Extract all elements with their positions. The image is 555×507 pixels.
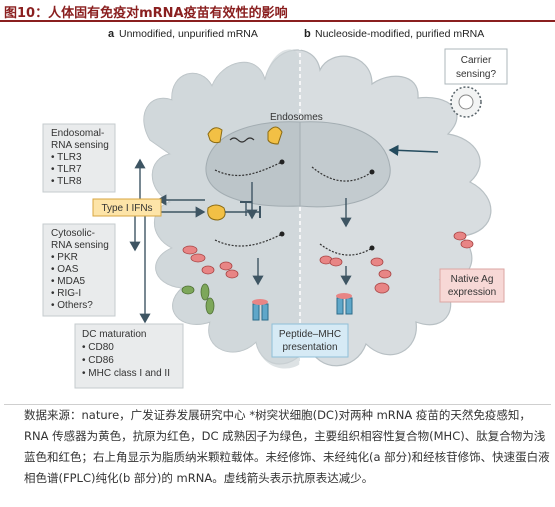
figure-title: 图10：人体固有免疫对mRNA疫苗有效性的影响 [4, 6, 288, 21]
dendritic-cell [143, 49, 492, 369]
dc-innate-sensing-diagram: a Unmodified, unpurified mRNA b Nucleosi… [0, 22, 555, 405]
mrna-strands [214, 137, 373, 256]
dc-maturation-title: DC maturation [82, 329, 146, 340]
tlr-sensor-right-icon [267, 126, 283, 145]
cytosolic-item: • Others? [51, 300, 93, 311]
endosomal-title-2: RNA sensing [51, 140, 109, 151]
peptide-mhc-presentation-box: Peptide–MHC presentation [271, 323, 349, 358]
endosomal-rna-sensing-box: Endosomal- RNA sensing • TLR3 • TLR7 • T… [42, 123, 116, 193]
panel-b-label: b [304, 28, 311, 40]
antigen-proteins [182, 231, 474, 294]
dc-maturation-box: DC maturation • CD80 • CD86 • MHC class … [74, 323, 184, 389]
mrna-cap-icon [279, 159, 285, 165]
carrier-sensing-label-2: sensing? [456, 69, 496, 80]
mrna-cap-icon [369, 245, 375, 251]
figure-title-bar: 图10：人体固有免疫对mRNA疫苗有效性的影响 [0, 0, 555, 22]
tlr-sensor-left-icon [207, 127, 223, 144]
dc-maturation-item: • MHC class I and II [82, 368, 170, 379]
mrna-cap-icon [279, 231, 285, 237]
endosomal-title-1: Endosomal- [51, 128, 104, 139]
peptide-mhc-label-1: Peptide–MHC [279, 329, 341, 340]
endosomal-item: • TLR3 [51, 152, 82, 163]
maturation-markers [181, 283, 215, 315]
type1-ifns-box: Type I IFNs [92, 198, 162, 217]
cytosolic-rna-sensing-box: Cytosolic- RNA sensing • PKR • OAS • MDA… [42, 223, 116, 317]
peptide-mhc-label-2: presentation [282, 342, 337, 353]
mhc-complexes [252, 293, 353, 321]
carrier-sensing-box [444, 48, 508, 85]
source-note-text: 数据来源：nature，广发证券发展研究中心 *树突状细胞(DC)对两种 mRN… [24, 408, 550, 485]
cytosolic-title-1: Cytosolic- [51, 228, 95, 239]
cytosolic-item: • RIG-I [51, 288, 81, 299]
signal-arrows [129, 144, 439, 324]
panel-b-header: b Nucleoside-modified, purified mRNA [304, 28, 484, 40]
dc-maturation-item: • CD86 [82, 355, 114, 366]
native-ag-expression-box: Native Ag expression [439, 268, 505, 303]
type1-ifns-label: Type I IFNs [101, 203, 152, 214]
dc-maturation-item: • CD80 [82, 342, 114, 353]
endosomal-item: • TLR8 [51, 176, 82, 187]
endosome-right [299, 121, 391, 208]
cytosolic-sensor-icon [207, 204, 226, 221]
cytosolic-item: • OAS [51, 264, 79, 275]
panel-a-title: Unmodified, unpurified mRNA [119, 28, 258, 40]
cytosolic-title-2: RNA sensing [51, 240, 109, 251]
endosomes-label: Endosomes [270, 112, 323, 123]
endosomal-item: • TLR7 [51, 164, 82, 175]
cytosolic-item: • MDA5 [51, 276, 86, 287]
mrna-cap-icon [369, 169, 375, 175]
panel-a-header: a Unmodified, unpurified mRNA [108, 28, 258, 40]
carrier-sensing-label-1: Carrier [461, 55, 492, 66]
native-ag-label-2: expression [448, 287, 496, 298]
source-note: 数据来源：nature，广发证券发展研究中心 *树突状细胞(DC)对两种 mRN… [4, 404, 551, 505]
panel-b-title: Nucleoside-modified, purified mRNA [315, 28, 484, 40]
cytosolic-item: • PKR [51, 252, 78, 263]
lipid-nanoparticle-icon [450, 86, 482, 118]
native-ag-label-1: Native Ag [451, 274, 494, 285]
panel-a-label: a [108, 28, 115, 40]
